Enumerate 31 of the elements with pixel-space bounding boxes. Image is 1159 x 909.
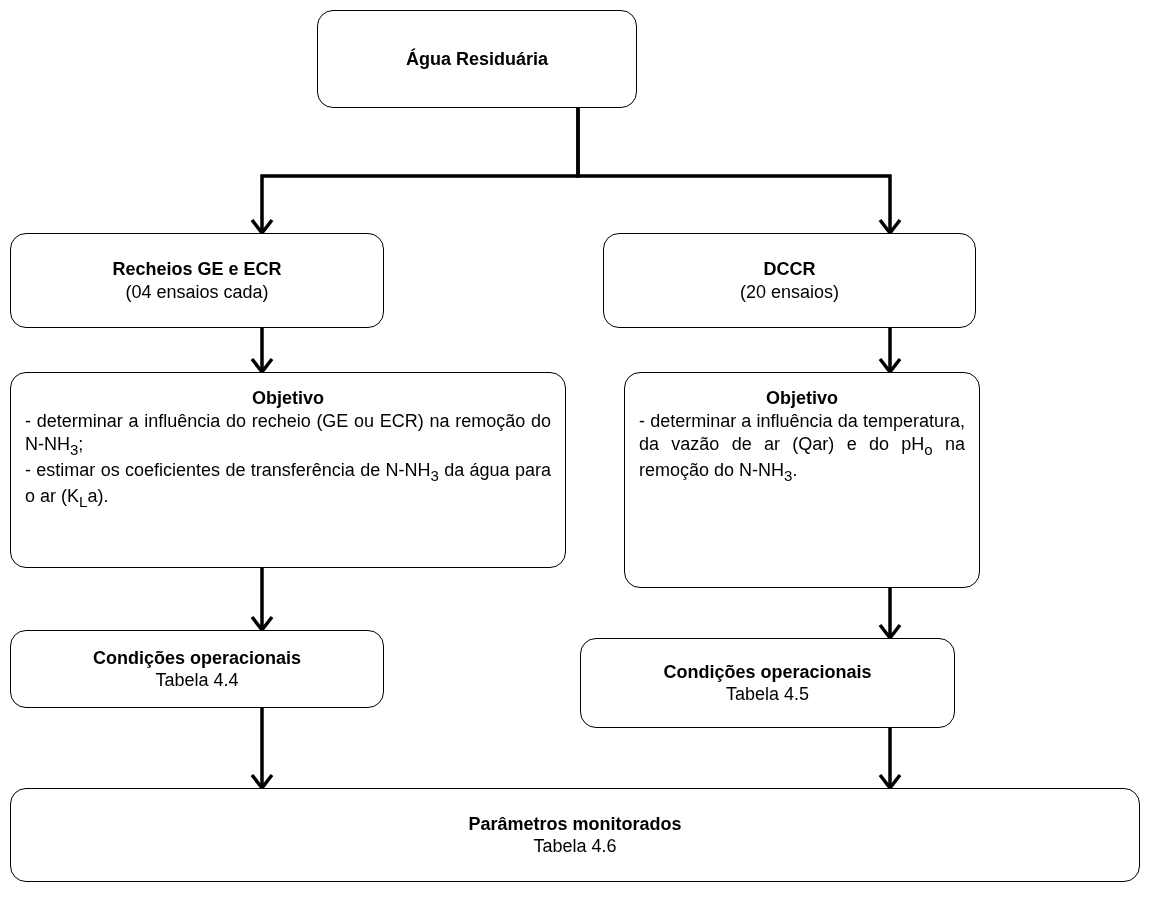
box-text: - determinar a influência da temperatura, da vazão de ar (Qar) e do pH$_{o}$ na remoção do N-NH$_{3}$. — [639, 409, 965, 486]
arrow — [878, 728, 902, 790]
process-box — [580, 638, 955, 728]
process-box — [10, 233, 384, 328]
process-box — [10, 372, 566, 568]
box-heading: Parâmetros monitorados — [467, 812, 683, 835]
box-text: (20 ensaios) — [738, 280, 841, 303]
box-text: - estimar os coeficientes de transferência de N-NH$_{3}$ da água para o ar (K$_{L}$a). — [25, 459, 551, 512]
box-text: Tabela 4.4 — [154, 669, 240, 692]
box-heading: Objetivo — [251, 387, 325, 410]
box-heading: Condições operacionais — [91, 646, 303, 669]
arrow — [576, 108, 902, 235]
process-box — [10, 788, 1140, 882]
arrow — [250, 708, 274, 790]
box-text: - determinar a influência do recheio (GE ou ECR) na remoção do N-NH$_{3}$; — [25, 409, 551, 459]
process-box — [10, 630, 384, 708]
box-heading: Água Residuária — [404, 47, 549, 71]
box-text: Tabela 4.6 — [532, 835, 618, 858]
arrow — [250, 328, 274, 374]
box-text: (04 ensaios cada) — [124, 280, 270, 303]
arrow — [878, 588, 902, 640]
box-heading: Condições operacionais — [662, 660, 873, 683]
box-heading: Objetivo — [765, 387, 839, 410]
process-box — [624, 372, 980, 588]
arrow — [878, 328, 902, 374]
process-box — [603, 233, 976, 328]
box-heading: Recheios GE e ECR — [111, 258, 283, 281]
box-heading: DCCR — [762, 258, 817, 281]
arrow — [250, 568, 274, 632]
process-box — [317, 10, 637, 108]
box-text: Tabela 4.5 — [724, 683, 811, 706]
